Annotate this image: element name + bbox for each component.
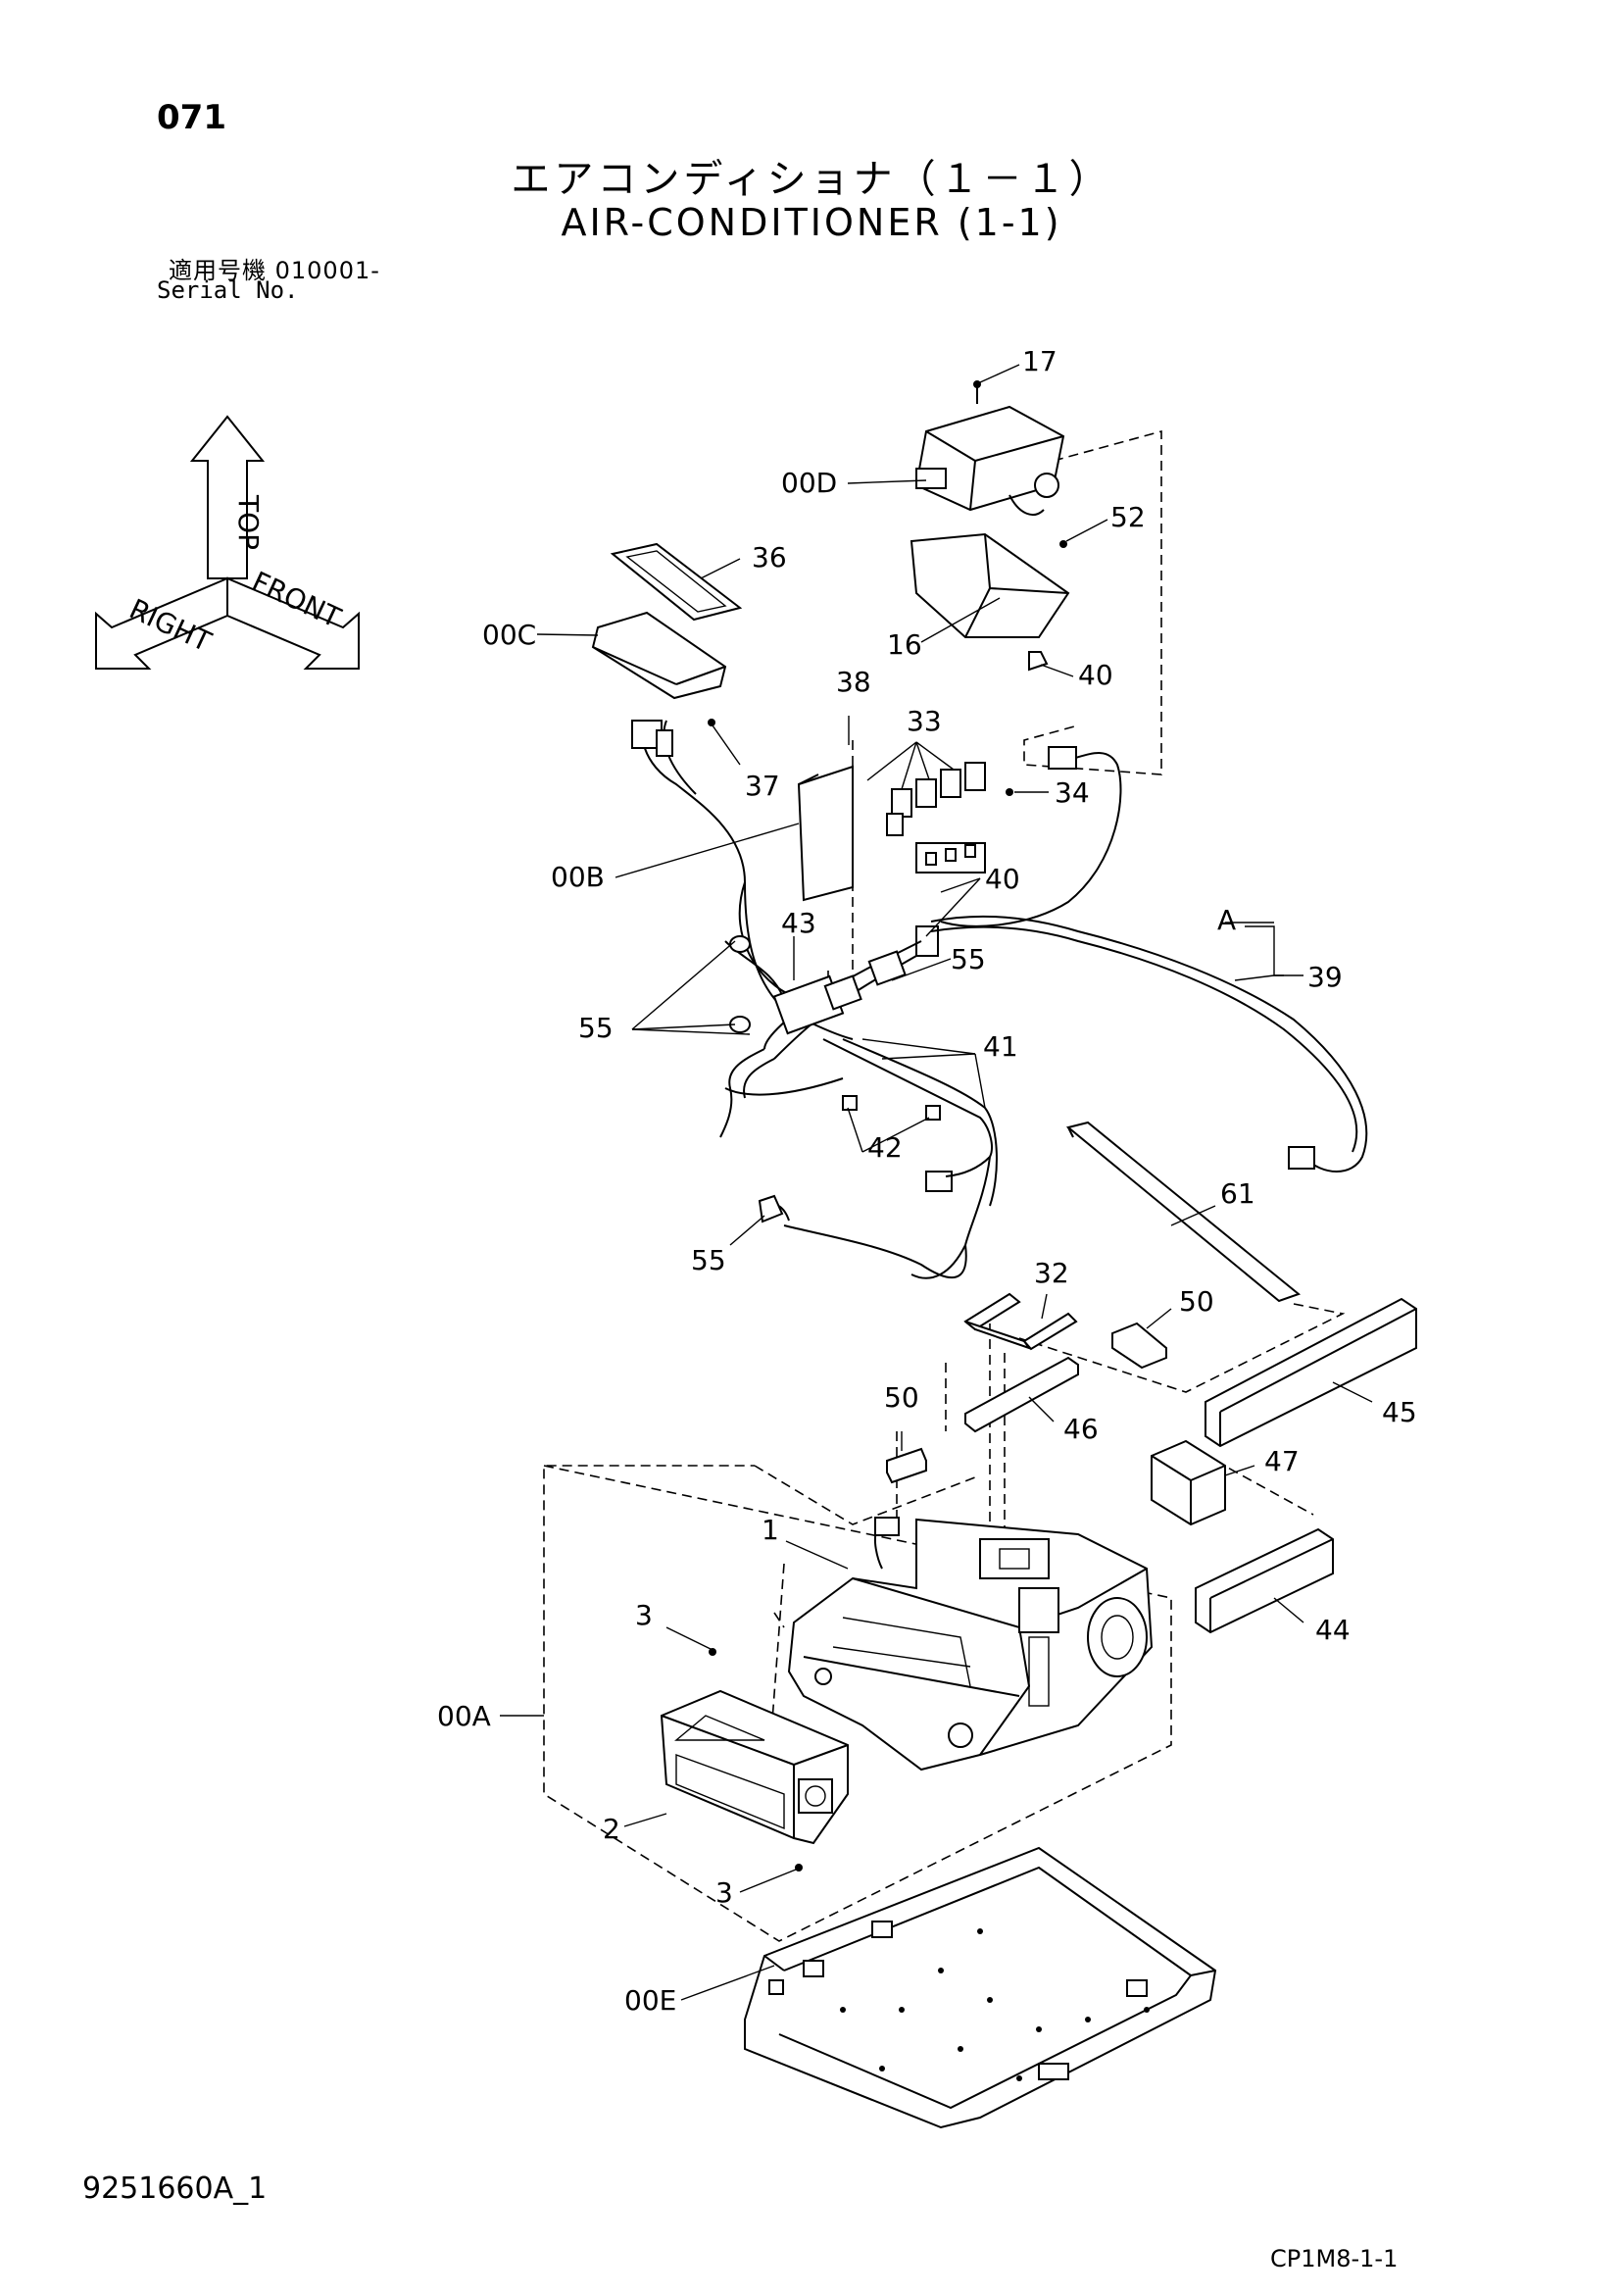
wire-harness [631,720,1368,1279]
part-00E-base-frame [744,1846,1217,2129]
callout-00D: 00D [781,467,837,499]
callout-A: A [1217,904,1236,936]
callout-39: 39 [1307,961,1343,993]
part-1-ac-unit [787,1517,1154,1772]
callout-00B: 00B [551,861,605,893]
callout-3a: 3 [635,1599,653,1631]
callout-37: 37 [745,770,780,802]
part-47-pad [1151,1439,1226,1526]
orientation-indicator: TOP RIGHT FRONT [95,415,360,670]
part-16-bracket [910,532,1070,672]
callout-2: 2 [603,1813,620,1845]
callout-55c: 55 [691,1244,726,1276]
part-00C-cover [591,611,727,726]
part-00D-control-unit [914,380,1065,516]
page-title-japanese: エアコンディショナ（１－１） [511,157,1112,202]
part-45-pad [1205,1297,1417,1448]
page-title-english: AIR-CONDITIONER (1-1) [561,201,1062,244]
part-44-pad [1195,1527,1334,1634]
callout-50a: 50 [1179,1285,1214,1318]
part-46-seal [964,1356,1079,1433]
part-61-seal [1065,1121,1302,1303]
callout-33: 33 [907,705,942,737]
callout-47: 47 [1264,1445,1300,1477]
callout-1: 1 [762,1514,779,1546]
orientation-top-label: TOP [232,494,265,550]
callout-17: 17 [1022,345,1057,377]
callout-46: 46 [1063,1413,1099,1445]
callout-3b: 3 [715,1876,733,1909]
callout-55a: 55 [951,943,986,975]
callout-43: 43 [781,907,816,939]
callout-40b: 40 [985,863,1020,895]
callout-38: 38 [836,666,871,698]
page-number: 071 [157,98,226,137]
part-00B-controller [797,716,854,902]
callout-34: 34 [1055,776,1090,809]
callout-42: 42 [867,1131,903,1164]
figure-code: CP1M8-1-1 [1270,2245,1399,2272]
part-32-seal [963,1292,1078,1351]
callout-00A: 00A [437,1700,491,1732]
callout-45: 45 [1382,1396,1417,1428]
part-2-housing [660,1648,849,1872]
callout-32: 32 [1034,1257,1069,1289]
callout-16: 16 [887,628,922,661]
callout-36: 36 [752,541,787,574]
callout-41: 41 [983,1030,1018,1063]
leader-lines [500,364,1373,2001]
part-33-relays [886,762,1013,957]
callout-40a: 40 [1078,659,1113,691]
serial-label-japanese: 適用号機 010001- [169,257,380,284]
callout-50b: 50 [884,1381,919,1414]
callout-labels: 17 00D 52 36 00C 16 40 38 33 37 34 00B 4… [437,345,1417,2017]
callout-55b: 55 [578,1012,614,1044]
callout-00E: 00E [624,1984,676,2017]
part-50-pads [886,1322,1167,1484]
document-number: 9251660A_1 [82,2171,268,2206]
callout-52: 52 [1110,501,1146,533]
callout-61: 61 [1220,1177,1255,1210]
part-36-filter [610,542,743,622]
serial-label-english: Serial No. [157,276,299,304]
callout-44: 44 [1315,1614,1351,1646]
callout-00C: 00C [482,619,536,651]
